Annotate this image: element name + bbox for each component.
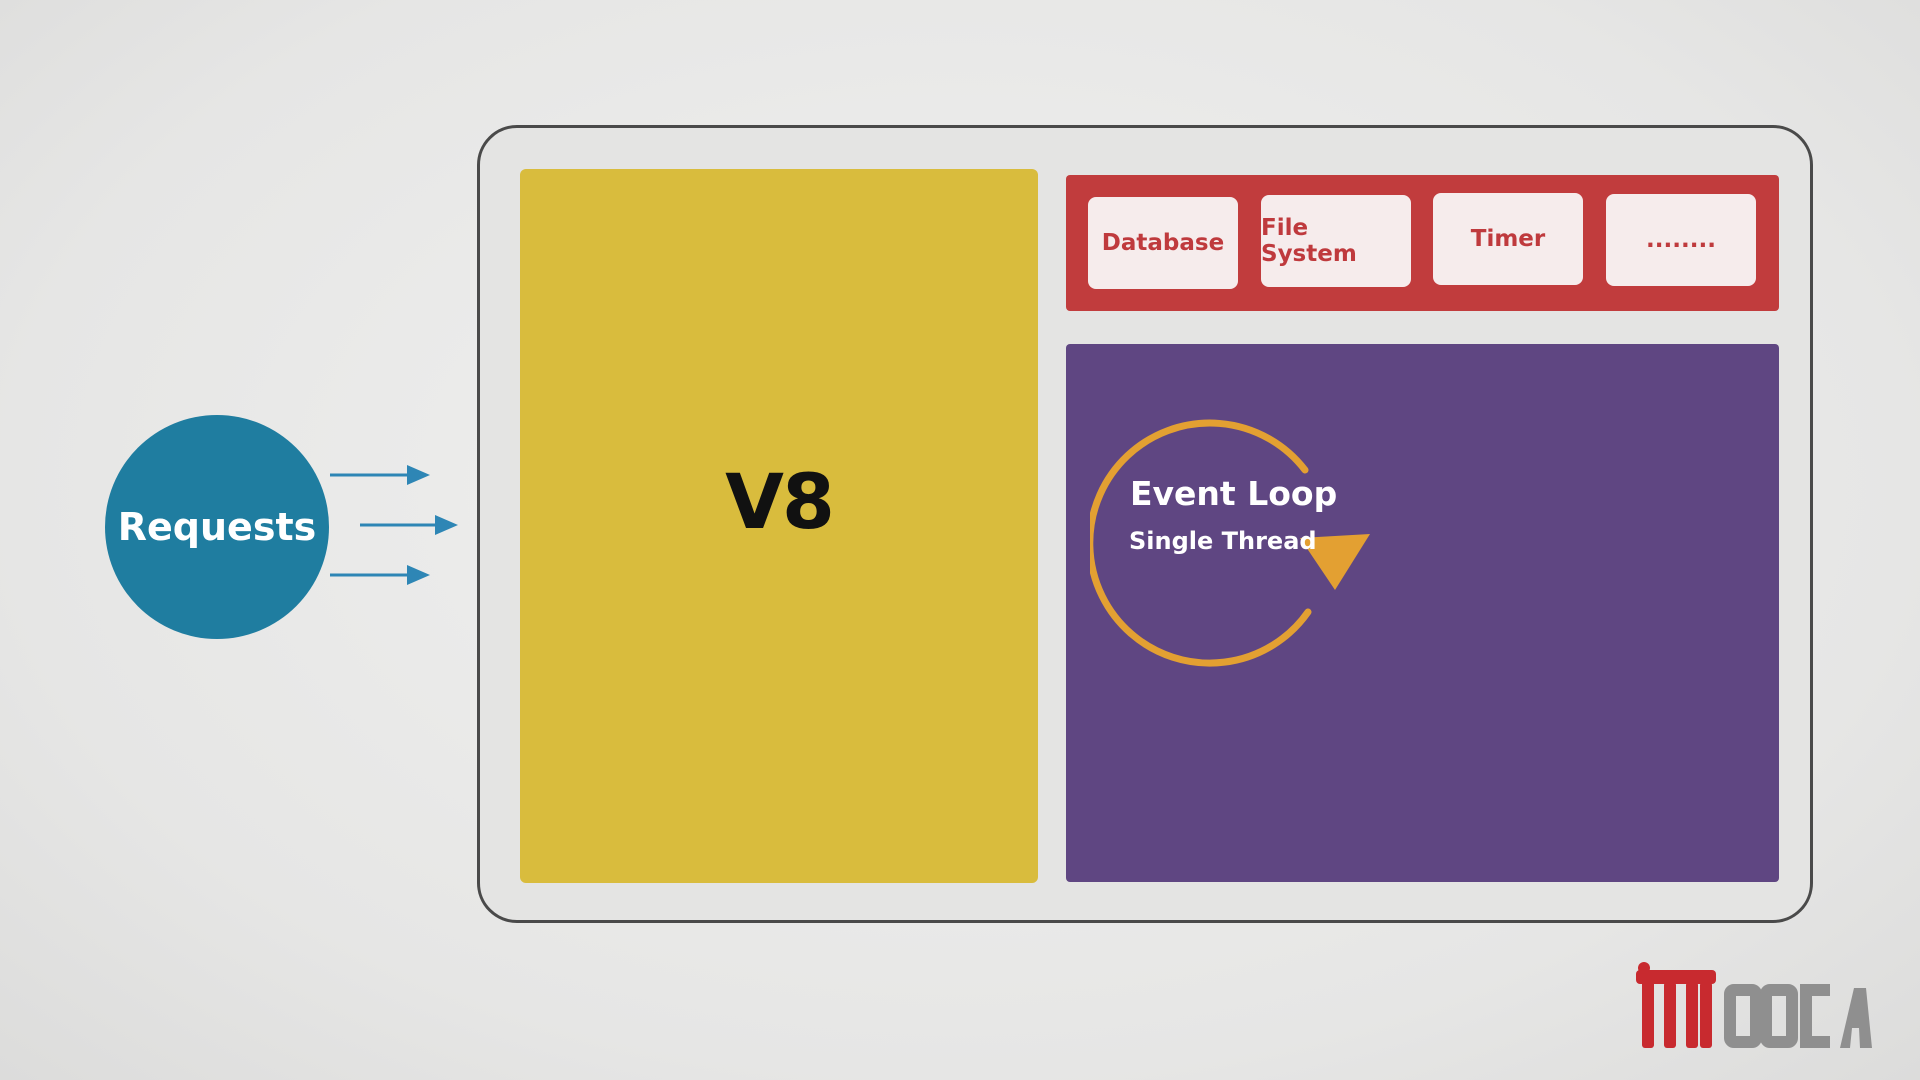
api-item-more: ........ [1606,194,1756,286]
api-item-file-system: File System [1261,195,1411,287]
v8-label: V8 [725,456,835,546]
event-loop-cycle-icon [1090,419,1370,667]
event-loop-subtitle: Single Thread [1129,527,1317,555]
api-item-label: Timer [1470,226,1546,252]
v8-engine-block: V8 [520,169,1038,883]
mooca-logo [1636,962,1872,1048]
requests-circle: Requests [105,415,329,639]
api-item-database: Database [1088,197,1238,289]
api-item-timer: Timer [1433,193,1583,285]
request-arrows [330,465,458,585]
event-loop-title: Event Loop [1130,474,1338,513]
api-item-label: ........ [1646,227,1716,253]
requests-label: Requests [117,505,317,549]
async-apis-bar: Database File System Timer ........ [1066,175,1779,311]
api-item-label: File System [1261,215,1357,267]
api-item-label: Database [1101,230,1225,256]
event-loop-panel [1066,344,1779,882]
